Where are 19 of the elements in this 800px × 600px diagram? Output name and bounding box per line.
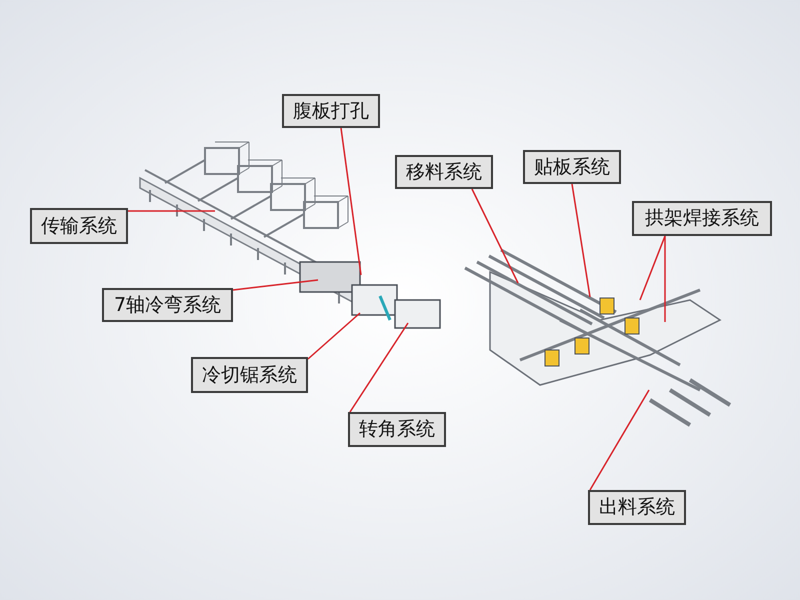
callout-label: 移料系统 (395, 155, 493, 189)
leader-line (471, 188, 519, 284)
leader-line (639, 236, 666, 300)
leader-line (664, 236, 666, 322)
leader-line (571, 184, 591, 298)
callout-label: 冷切锯系统 (191, 357, 308, 393)
callout-label: 贴板系统 (523, 150, 621, 184)
callout-label: 腹板打孔 (282, 94, 380, 128)
leader-line (589, 390, 650, 490)
leader-line (232, 279, 318, 291)
leader-line (128, 210, 215, 212)
callout-label: 拱架焊接系统 (632, 201, 772, 236)
leader-line (349, 322, 409, 412)
callout-label: 7轴冷弯系统 (102, 288, 233, 322)
callout-label: 出料系统 (588, 490, 686, 525)
leader-line (340, 128, 362, 276)
leader-line (308, 312, 360, 360)
callout-label: 传输系统 (30, 208, 128, 244)
callout-label: 转角系统 (348, 412, 446, 447)
